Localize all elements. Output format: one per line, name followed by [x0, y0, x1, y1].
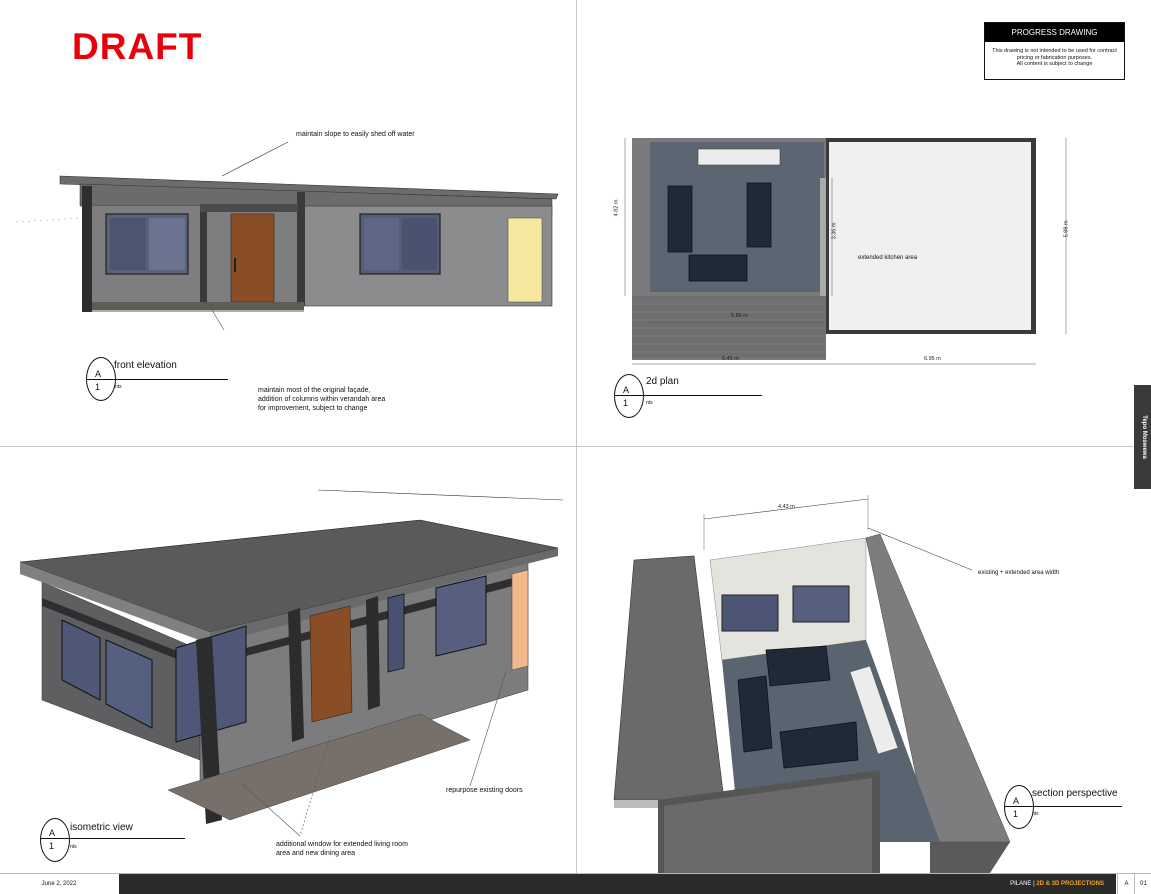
plan-dim-inner-height: 3.36 m: [831, 222, 838, 240]
section-tag-number: 1: [1013, 809, 1019, 819]
isometric-tag-letter: A: [49, 828, 56, 838]
plan-2d-title: 2d plan: [646, 376, 679, 387]
progress-drawing-box: PROGRESS DRAWING This drawing is not int…: [984, 22, 1125, 80]
disclaimer-line-3: All content is subject to change: [1016, 61, 1093, 67]
note-repurpose-doors: repurpose existing doors: [446, 787, 523, 794]
title-block-footer: June 2, 2022 PILANE | 2D & 3D PROJECTION…: [0, 873, 1151, 894]
footer-sheet-title: 2D & 3D PROJECTIONS: [1036, 881, 1104, 887]
plan-2d-drawing: [624, 138, 1067, 365]
front-elevation-tag-letter: A: [95, 369, 102, 379]
progress-drawing-title: PROGRESS DRAWING: [985, 23, 1124, 42]
section-scale: nts: [1032, 811, 1039, 817]
front-elevation-tag-number: 1: [95, 382, 101, 392]
plan-dim-bottom-right: 6.95 m: [924, 356, 941, 362]
isometric-tag-number: 1: [49, 841, 55, 851]
footer-project: PILANE | 2D & 3D PROJECTIONS: [1010, 881, 1104, 887]
progress-drawing-disclaimer: This drawing is not intended to be used …: [985, 42, 1124, 68]
section-dim-width: 4.43 m: [778, 504, 795, 510]
isometric-tag-divider: [40, 838, 185, 839]
footer-client: PILANE: [1010, 881, 1032, 887]
note-extended-width: existing + extended area width: [978, 570, 1060, 576]
note-additional-window-2: area and new dining area: [276, 850, 356, 857]
front-elevation-title: front elevation: [114, 360, 177, 371]
note-maintain-facade-2: addition of columns within verandah area: [258, 396, 386, 403]
section-title: section perspective: [1032, 788, 1118, 799]
isometric-scale: nts: [70, 844, 77, 850]
section-tag: [1004, 785, 1034, 829]
plan-dim-inner-width: 5.86 m: [731, 313, 748, 319]
front-elevation-scale: nts: [115, 384, 122, 390]
footer-sheet-letter: A: [1117, 874, 1135, 894]
plan-2d-tag: [614, 374, 644, 418]
plan-dim-right-height: 5.88 m: [1063, 220, 1070, 238]
isometric-drawing: [19, 489, 564, 837]
plan-dim-bottom-left: 6.45 m: [722, 356, 739, 362]
plan-2d-tag-divider: [614, 395, 762, 396]
note-maintain-facade-3: for improvement, subject to change: [258, 405, 368, 412]
section-tag-divider: [1004, 806, 1122, 807]
plan-label-kitchen: extended kitchen area: [858, 255, 918, 261]
plan-2d-scale: nts: [646, 400, 653, 406]
plan-2d-tag-letter: A: [623, 385, 630, 395]
isometric-title: isometric view: [70, 822, 133, 833]
section-tag-letter: A: [1013, 796, 1020, 806]
note-additional-window-1: additional window for extended living ro…: [276, 841, 408, 848]
quadrant-divider-horizontal: [0, 446, 1134, 447]
author-name: Tepo Moswewa: [1141, 415, 1147, 459]
disclaimer-line-1: This drawing is not intended to be used …: [992, 48, 1117, 54]
quadrant-divider-vertical: [576, 0, 577, 873]
author-side-tab[interactable]: Tepo Moswewa: [1134, 385, 1151, 489]
isometric-tag: [40, 818, 70, 862]
plan-dim-left-height: 4.82 m: [613, 199, 620, 217]
plan-2d-tag-number: 1: [623, 398, 629, 408]
front-elevation-tag-divider: [86, 379, 228, 380]
front-elevation-drawing: [15, 141, 559, 330]
disclaimer-line-2: pricing or fabrication purposes.: [1016, 54, 1093, 61]
note-maintain-facade-1: maintain most of the original façade,: [258, 387, 371, 394]
section-perspective-drawing: [613, 495, 1011, 873]
footer-title-bar: PILANE | 2D & 3D PROJECTIONS: [119, 874, 1116, 894]
note-maintain-slope: maintain slope to easily shed off water: [296, 131, 415, 138]
draft-stamp: DRAFT: [72, 26, 203, 67]
footer-sheet-number: 01: [1134, 874, 1151, 894]
footer-date: June 2, 2022: [41, 881, 77, 887]
